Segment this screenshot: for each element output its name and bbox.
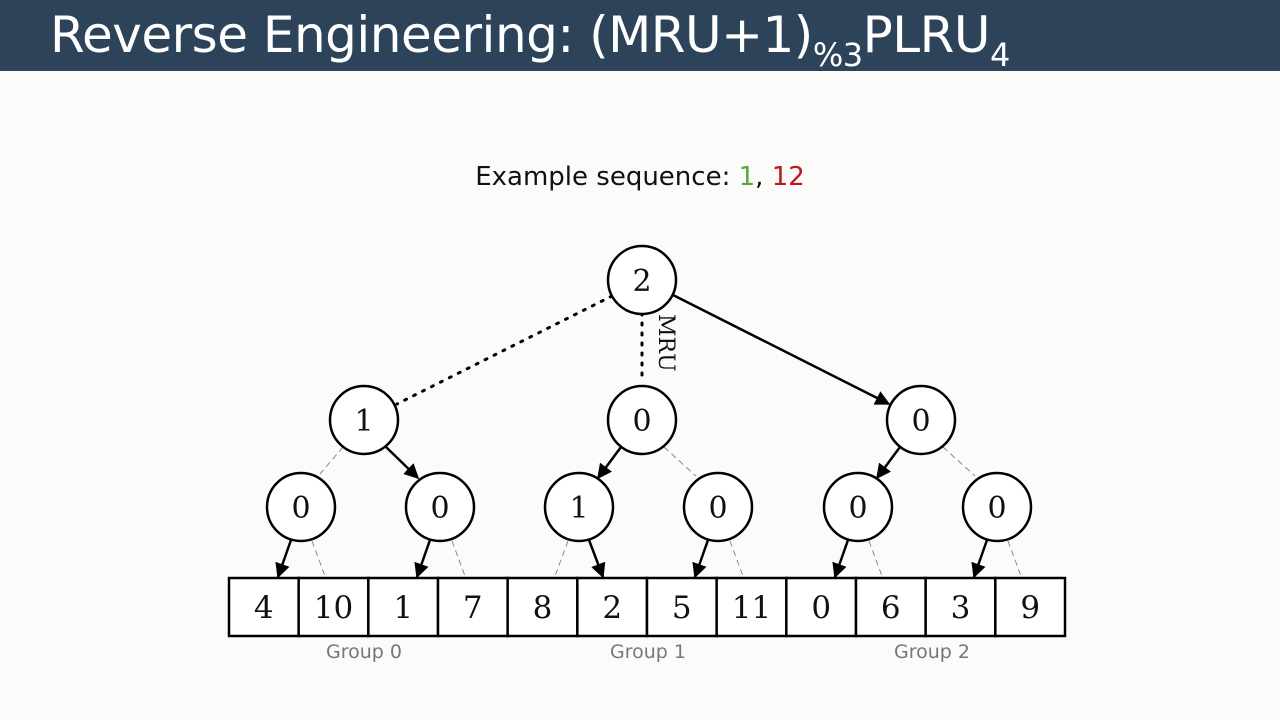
sequence-separator: , <box>755 162 772 192</box>
cache-cell-box <box>994 576 1067 638</box>
title-plru: PLRU <box>862 6 991 64</box>
cache-cell: 4 <box>227 576 300 638</box>
level2-node-value: 0 <box>848 491 867 526</box>
edge-faint <box>319 446 344 475</box>
tree-edges <box>275 293 1022 579</box>
level2-node-circle <box>822 471 894 543</box>
level2-node-circle <box>961 471 1033 543</box>
cache-cell-value: 5 <box>672 590 692 626</box>
sequence-item-2: 12 <box>771 162 805 192</box>
example-label: Example sequence: <box>475 162 739 192</box>
level1-node: 0 <box>606 384 678 456</box>
cache-cell-value: 0 <box>811 590 831 626</box>
cache-cell-value: 8 <box>533 590 553 626</box>
title-plru-subscript: 4 <box>989 36 1010 74</box>
level1-node-value: 0 <box>911 404 930 439</box>
group-label: Group 1 <box>610 641 686 663</box>
edge-faint <box>868 540 883 577</box>
cache-cell-box <box>785 576 858 638</box>
edge-arrow <box>414 539 432 579</box>
cache-cell: 0 <box>785 576 858 638</box>
level2-node: 1 <box>543 471 615 543</box>
edge-root-to-left-dotted <box>395 294 614 406</box>
level2-node: 0 <box>265 471 337 543</box>
cache-cell-value: 11 <box>732 590 771 626</box>
level2-node: 0 <box>404 471 476 543</box>
example-sequence: Example sequence: 1, 12 <box>0 162 1280 192</box>
edge-root-to-right-arrow <box>672 293 891 406</box>
title-main: Reverse Engineering: (MRU+1) <box>50 6 813 64</box>
level1-node-circle <box>328 384 400 456</box>
edge-faint <box>451 540 466 577</box>
title-bar <box>0 0 1280 71</box>
cache-lines-row: 4 10 1 7 8 2 5 11 0 6 3 9 <box>227 576 1067 638</box>
level1-node-circle <box>606 384 678 456</box>
level1-node-value: 0 <box>632 404 651 439</box>
level2-node: 0 <box>682 471 754 543</box>
level2-node-value: 1 <box>569 491 588 526</box>
mru-label: MRU <box>653 314 678 372</box>
edge-faint <box>942 446 976 477</box>
cache-cell: 8 <box>506 576 579 638</box>
cache-cell-box <box>854 576 927 638</box>
edge-arrow <box>385 446 420 480</box>
edge-arrow <box>275 539 293 579</box>
cache-cell: 1 <box>367 576 440 638</box>
cache-cell: 6 <box>854 576 927 638</box>
cache-cell: 3 <box>924 576 997 638</box>
edge-faint <box>1007 540 1022 577</box>
level2-node-value: 0 <box>291 491 310 526</box>
edge-arrow <box>832 539 850 579</box>
cache-cell-value: 3 <box>951 590 971 626</box>
level1-node-circle <box>885 384 957 456</box>
edge-faint <box>729 540 744 577</box>
cache-cell-value: 7 <box>463 590 483 626</box>
group-label: Group 2 <box>894 641 970 663</box>
level2-node-circle <box>404 471 476 543</box>
cache-cell-value: 1 <box>393 590 413 626</box>
cache-cell-value: 10 <box>314 590 353 626</box>
cache-cell-value: 9 <box>1020 590 1040 626</box>
cache-cell: 5 <box>645 576 718 638</box>
level2-node-circle <box>682 471 754 543</box>
level2-node-value: 0 <box>708 491 727 526</box>
sequence-item-1: 1 <box>738 162 756 192</box>
edge-faint <box>663 446 697 477</box>
edge-arrow <box>875 446 902 480</box>
cache-cell: 7 <box>436 576 509 638</box>
cache-cell-value: 6 <box>881 590 901 626</box>
level2-node-value: 0 <box>430 491 449 526</box>
level1-node: 0 <box>885 384 957 456</box>
edge-faint <box>311 540 326 577</box>
cache-cell-box <box>367 576 440 638</box>
level2-node: 0 <box>822 471 894 543</box>
cache-cell-value: 4 <box>254 590 274 626</box>
slide-title: Reverse Engineering: (MRU+1)%3PLRU4 <box>50 2 1010 74</box>
cache-cell: 11 <box>715 576 788 638</box>
cache-cell-box <box>436 576 509 638</box>
level1-node: 1 <box>328 384 400 456</box>
edge-arrow <box>971 539 989 579</box>
cache-cell: 2 <box>576 576 649 638</box>
edge-arrow <box>596 446 623 480</box>
root-node-value: 2 <box>632 264 651 299</box>
cache-cell: 9 <box>994 576 1067 638</box>
level2-node-value: 0 <box>987 491 1006 526</box>
title-subscript: %3 <box>812 36 863 74</box>
level1-node-value: 1 <box>354 404 373 439</box>
level2-node: 0 <box>961 471 1033 543</box>
level2-node-circle <box>265 471 337 543</box>
edge-arrow <box>587 539 606 579</box>
level2-node-circle <box>543 471 615 543</box>
group-label: Group 0 <box>326 641 402 663</box>
edge-faint <box>554 540 569 577</box>
edge-arrow <box>692 539 710 579</box>
cache-cell: 10 <box>297 576 370 638</box>
cache-cell-value: 2 <box>602 590 622 626</box>
root-node: 2 <box>606 244 678 316</box>
root-node-circle <box>606 244 678 316</box>
